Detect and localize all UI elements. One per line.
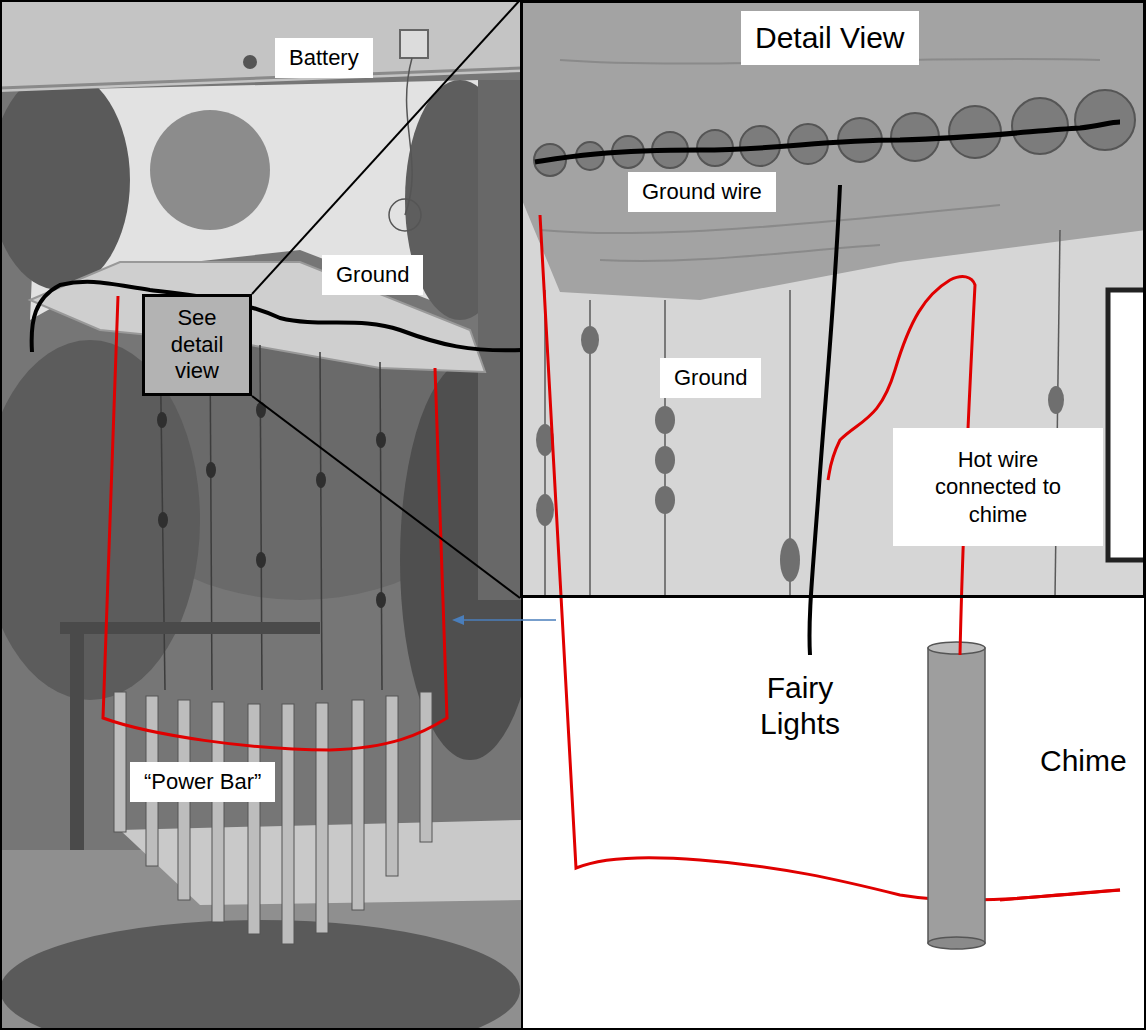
hanging-wire xyxy=(405,58,412,215)
zoom-line xyxy=(252,0,520,294)
label-box: Ground xyxy=(660,358,761,398)
beads xyxy=(534,90,1135,176)
chime-tube xyxy=(114,692,126,832)
label-text: Detail View xyxy=(741,11,919,65)
zoom-line xyxy=(252,396,520,598)
foliage xyxy=(0,70,130,290)
label-box: “Power Bar” xyxy=(130,762,275,802)
bead xyxy=(206,462,216,478)
pointer-arrowhead xyxy=(452,615,464,625)
bolt xyxy=(243,55,257,69)
left-photo xyxy=(0,0,540,1030)
bead xyxy=(655,486,675,514)
ground-wire xyxy=(535,122,1120,162)
chime-tube xyxy=(316,703,328,933)
sketch-ground xyxy=(522,598,1146,1030)
label-box: Battery xyxy=(275,38,373,78)
bead xyxy=(655,446,675,474)
pergola-beam xyxy=(0,0,522,92)
bead-string xyxy=(320,352,322,690)
battery-box xyxy=(400,30,428,58)
picture-frame xyxy=(1108,290,1146,560)
bead-string xyxy=(380,362,382,690)
chime-cylinder xyxy=(928,648,985,943)
fairy-lights-wire xyxy=(809,185,840,655)
chime-tube xyxy=(386,696,398,876)
bead xyxy=(376,432,386,448)
bead xyxy=(780,538,800,582)
bead xyxy=(316,472,326,488)
chime-tube xyxy=(212,702,224,922)
bead xyxy=(157,412,167,428)
detail-view-panel: Detail ViewGround wireGroundHot wire con… xyxy=(520,0,1146,598)
bead xyxy=(158,512,168,528)
label-text: Ground xyxy=(336,261,409,289)
pointer-arrow xyxy=(462,619,556,621)
bead xyxy=(256,552,266,568)
power-bar-wire xyxy=(1000,890,1120,900)
background-pergola xyxy=(60,622,320,634)
post xyxy=(478,80,522,600)
chime-tube xyxy=(420,692,432,842)
bead xyxy=(581,326,599,354)
label-box: Hot wire connected to chime xyxy=(893,428,1103,546)
label-box: Ground wire xyxy=(628,172,776,212)
ground-wire xyxy=(32,282,522,352)
foliage xyxy=(150,110,270,230)
bead xyxy=(1048,386,1064,414)
chime-tube xyxy=(248,704,260,934)
bead-string xyxy=(260,345,262,690)
bead xyxy=(376,592,386,608)
chime-top xyxy=(928,642,985,654)
power-bar-wire xyxy=(540,215,1120,900)
flower-ornament xyxy=(389,199,421,231)
bead xyxy=(949,106,1001,158)
beads xyxy=(157,402,386,608)
bead xyxy=(536,494,554,526)
chimes xyxy=(114,692,432,944)
chime-tube xyxy=(282,704,294,944)
driftwood xyxy=(522,0,1146,300)
detail-callout-box: See detail view xyxy=(142,294,252,396)
label-text: See detail view xyxy=(151,305,243,384)
component-label: Chime xyxy=(1040,743,1127,779)
component-label: Fairy Lights xyxy=(745,670,855,742)
chime-tube xyxy=(352,700,364,910)
label-text: “Power Bar” xyxy=(144,768,261,796)
panel-divider xyxy=(521,598,523,1030)
label-text: Ground xyxy=(674,364,747,392)
wood-grain xyxy=(540,59,1100,261)
label-text: Ground wire xyxy=(642,178,762,206)
label-text: Hot wire connected to chime xyxy=(913,446,1083,529)
bead xyxy=(655,406,675,434)
detail-wires xyxy=(535,122,1120,900)
bead xyxy=(1075,90,1135,150)
label-text: Battery xyxy=(289,44,359,72)
label-box: Ground xyxy=(322,255,423,295)
bushes xyxy=(0,920,520,1030)
chime-bottom xyxy=(928,937,985,949)
bead xyxy=(1012,98,1068,154)
